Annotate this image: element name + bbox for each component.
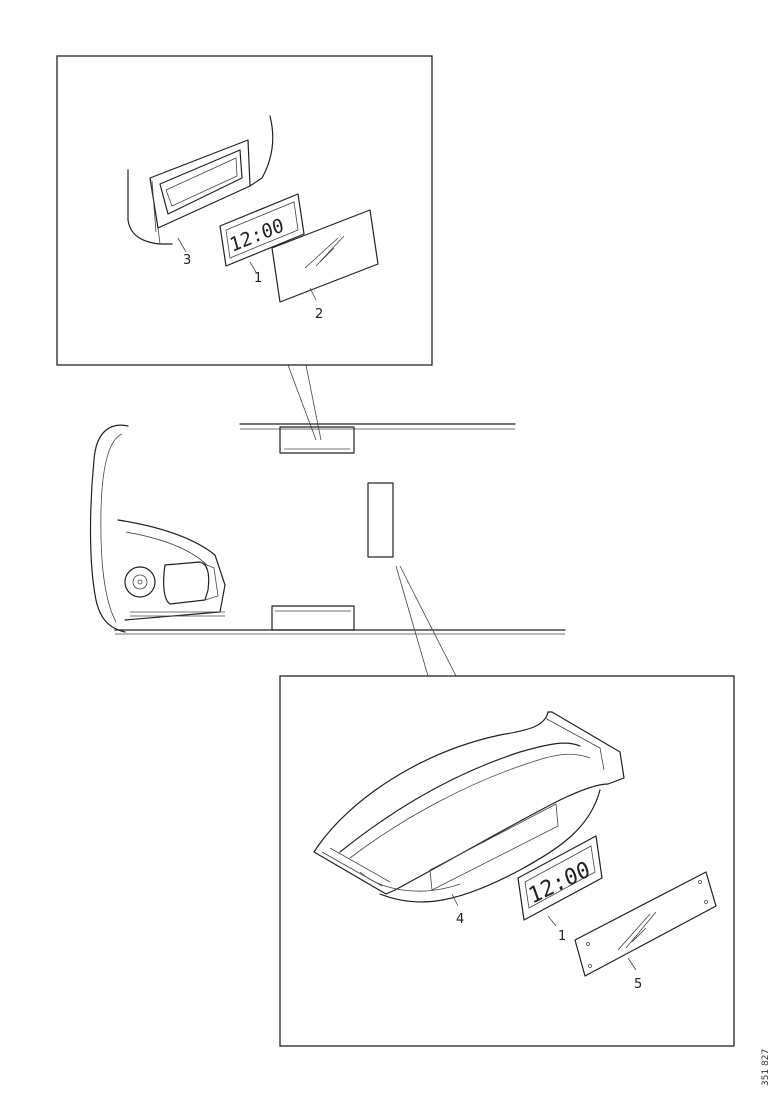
detail-frame-bottom: 12:00 4 1 5 bbox=[279, 675, 735, 1047]
console-housing-part-4 bbox=[313, 711, 625, 907]
callout-part-1-bottom: 1 bbox=[558, 929, 566, 944]
ceiling-panel-part-3 bbox=[127, 115, 274, 253]
driver-seat-icon bbox=[163, 561, 210, 605]
callout-part-2: 2 bbox=[315, 307, 323, 322]
callout-part-4: 4 bbox=[456, 912, 464, 927]
ceiling-clock-location bbox=[279, 426, 355, 454]
callout-part-1: 1 bbox=[254, 271, 262, 286]
callout-part-3: 3 bbox=[183, 253, 191, 268]
callout-part-5: 5 bbox=[634, 977, 642, 992]
detail-frame-top: 12:00 3 1 2 bbox=[56, 55, 433, 366]
steering-wheel-icon bbox=[124, 566, 156, 598]
cover-plate-part-5 bbox=[574, 871, 717, 977]
leader-lines bbox=[287, 364, 457, 677]
cover-plate-part-2 bbox=[271, 209, 379, 303]
drawing-number: 351 827 bbox=[761, 1049, 771, 1086]
console-clock-location bbox=[367, 482, 394, 558]
bus-interior-overview bbox=[89, 423, 566, 635]
